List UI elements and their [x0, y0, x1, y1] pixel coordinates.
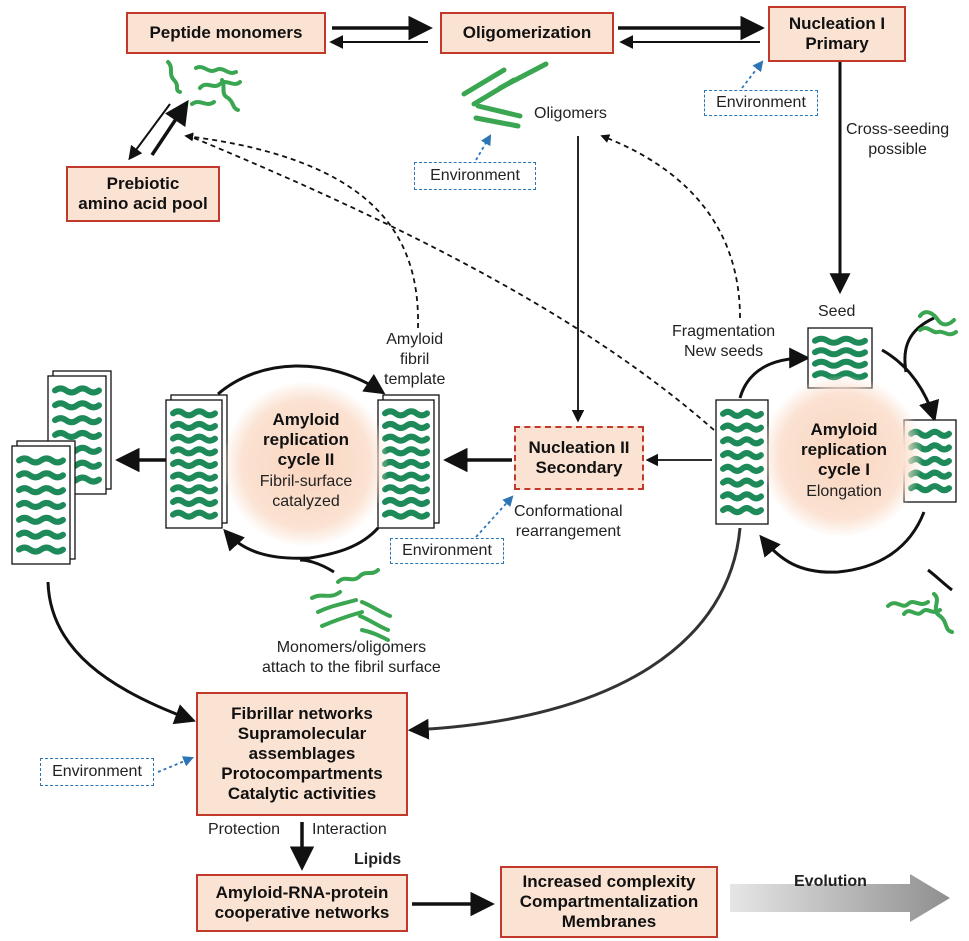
oligomer-rods-icon [310, 568, 392, 642]
peptide-monomers-label: Peptide monomers [149, 23, 303, 42]
fibrillar-line3: assemblages [248, 744, 356, 763]
cycle2-title-3: cycle II [277, 450, 335, 469]
nucleation2-line1: Nucleation II [528, 438, 630, 457]
conformational-label: Conformational rearrangement [514, 502, 623, 542]
template-line2: fibril [400, 351, 430, 368]
environment-tag: Environment [40, 758, 154, 786]
template-label: Amyloid fibril template [384, 330, 445, 390]
cycle2-title-2: replication [263, 430, 349, 449]
increased-line1: Increased complexity [522, 872, 696, 891]
prebiotic-monomer-arrows [128, 99, 189, 161]
amyloid-rna-protein-box: Amyloid-RNA-protein cooperative networks [196, 874, 408, 932]
cycle1-label: Amyloid replication cycle I Elongation [774, 420, 914, 502]
increased-complexity-box: Increased complexity Compartmentalizatio… [500, 866, 718, 938]
nucleation2-line2: Secondary [535, 458, 623, 477]
nucleation1-box: Nucleation I Primary [768, 6, 906, 62]
fibril-stack-icon [47, 370, 112, 495]
nucleation1-line2: Primary [805, 34, 869, 53]
environment-arrows [157, 60, 764, 773]
cross-seeding-line1: Cross-seeding [846, 121, 950, 138]
environment-tag: Environment [414, 162, 536, 190]
cycle2-sub-2: catalyzed [272, 493, 340, 510]
environment-label: Environment [52, 763, 142, 780]
cycle1-to-fibrillar-arrow [407, 527, 742, 740]
cycle1-arrows [738, 316, 953, 592]
cross-seeding-line2: possible [868, 141, 927, 158]
peptide-monomers-box: Peptide monomers [126, 12, 326, 54]
fibril-stack-icon [165, 394, 228, 529]
cycle1-title-1: Amyloid [810, 420, 878, 439]
cycle1-title-3: cycle I [818, 460, 870, 479]
prebiotic-line1: Prebiotic [106, 174, 180, 193]
fibrillar-line4: Protocompartments [221, 764, 383, 783]
cross-seeding-label: Cross-seeding possible [846, 120, 949, 160]
prebiotic-line2: amino acid pool [78, 194, 208, 213]
nucleation1-line1: Nucleation I [788, 14, 886, 33]
fragmentation-line2: New seeds [684, 343, 764, 360]
prebiotic-box: Prebiotic amino acid pool [66, 166, 220, 222]
amyloid-rna-line1: Amyloid-RNA-protein [215, 883, 389, 902]
cycle2-arrows [217, 364, 386, 574]
fibril-stack-icon [715, 399, 769, 525]
monomer-oligomer-equilibrium-arrows [329, 15, 433, 49]
cycle2-label: Amyloid replication cycle II Fibril-surf… [236, 410, 376, 512]
monomers-attach-label: Monomers/oligomers attach to the fibril … [262, 638, 441, 678]
protection-label: Protection [208, 821, 281, 838]
amyloid-rna-line2: cooperative networks [214, 903, 390, 922]
evolution-label: Evolution [794, 873, 867, 890]
environment-label: Environment [716, 94, 806, 111]
fragmentation-dashed-arrows [184, 132, 741, 431]
fibrillar-line1: Fibrillar networks [231, 704, 373, 723]
oligomer-rods-icon [461, 61, 549, 129]
monomers-attach-line2: attach to the fibril surface [262, 659, 441, 676]
lipids-label: Lipids [354, 851, 402, 868]
oligomer-nucleation-equilibrium-arrows [618, 15, 765, 49]
template-line1: Amyloid [386, 331, 444, 348]
fibrillar-line2: Supramolecular [237, 724, 367, 743]
fragmentation-line1: Fragmentation [672, 323, 776, 340]
oligomerization-label: Oligomerization [462, 23, 592, 42]
fragmentation-label: Fragmentation New seeds [672, 322, 775, 362]
fibrillar-line5: Catalytic activities [227, 784, 377, 803]
evolution-arrow-icon [730, 874, 950, 922]
conformational-line1: Conformational [514, 503, 623, 520]
cycle2-title-1: Amyloid [272, 410, 340, 429]
stacks-to-fibrillar-arrow [46, 581, 196, 725]
monomer-squiggle-icon [166, 60, 242, 112]
fibrillar-networks-box: Fibrillar networks Supramolecular assemb… [196, 692, 408, 816]
oligomerization-box: Oligomerization [440, 12, 614, 54]
fibril-stack-icon [11, 440, 76, 565]
cycle1-sub: Elongation [806, 483, 882, 500]
conformational-line2: rearrangement [515, 523, 621, 540]
interaction-label: Interaction [312, 821, 387, 838]
nucleation2-box: Nucleation II Secondary [514, 426, 644, 490]
environment-tag: Environment [390, 538, 504, 564]
cycle2-sub-1: Fibril-surface [259, 473, 353, 490]
environment-tag: Environment [704, 90, 818, 116]
cycle2-halo [224, 382, 388, 546]
template-line3: template [384, 371, 446, 388]
increased-line2: Compartmentalization [519, 892, 699, 911]
environment-label: Environment [430, 167, 520, 184]
cycle1-halo [762, 376, 922, 536]
monomers-attach-line1: Monomers/oligomers [276, 639, 427, 656]
increased-line3: Membranes [561, 912, 657, 931]
environment-label: Environment [402, 542, 492, 559]
cycle1-title-2: replication [801, 440, 887, 459]
monomer-squiggle-icon [918, 310, 958, 337]
monomer-squiggle-icon [886, 592, 954, 634]
oligomers-label: Oligomers [534, 105, 607, 122]
seed-label: Seed [818, 303, 856, 320]
